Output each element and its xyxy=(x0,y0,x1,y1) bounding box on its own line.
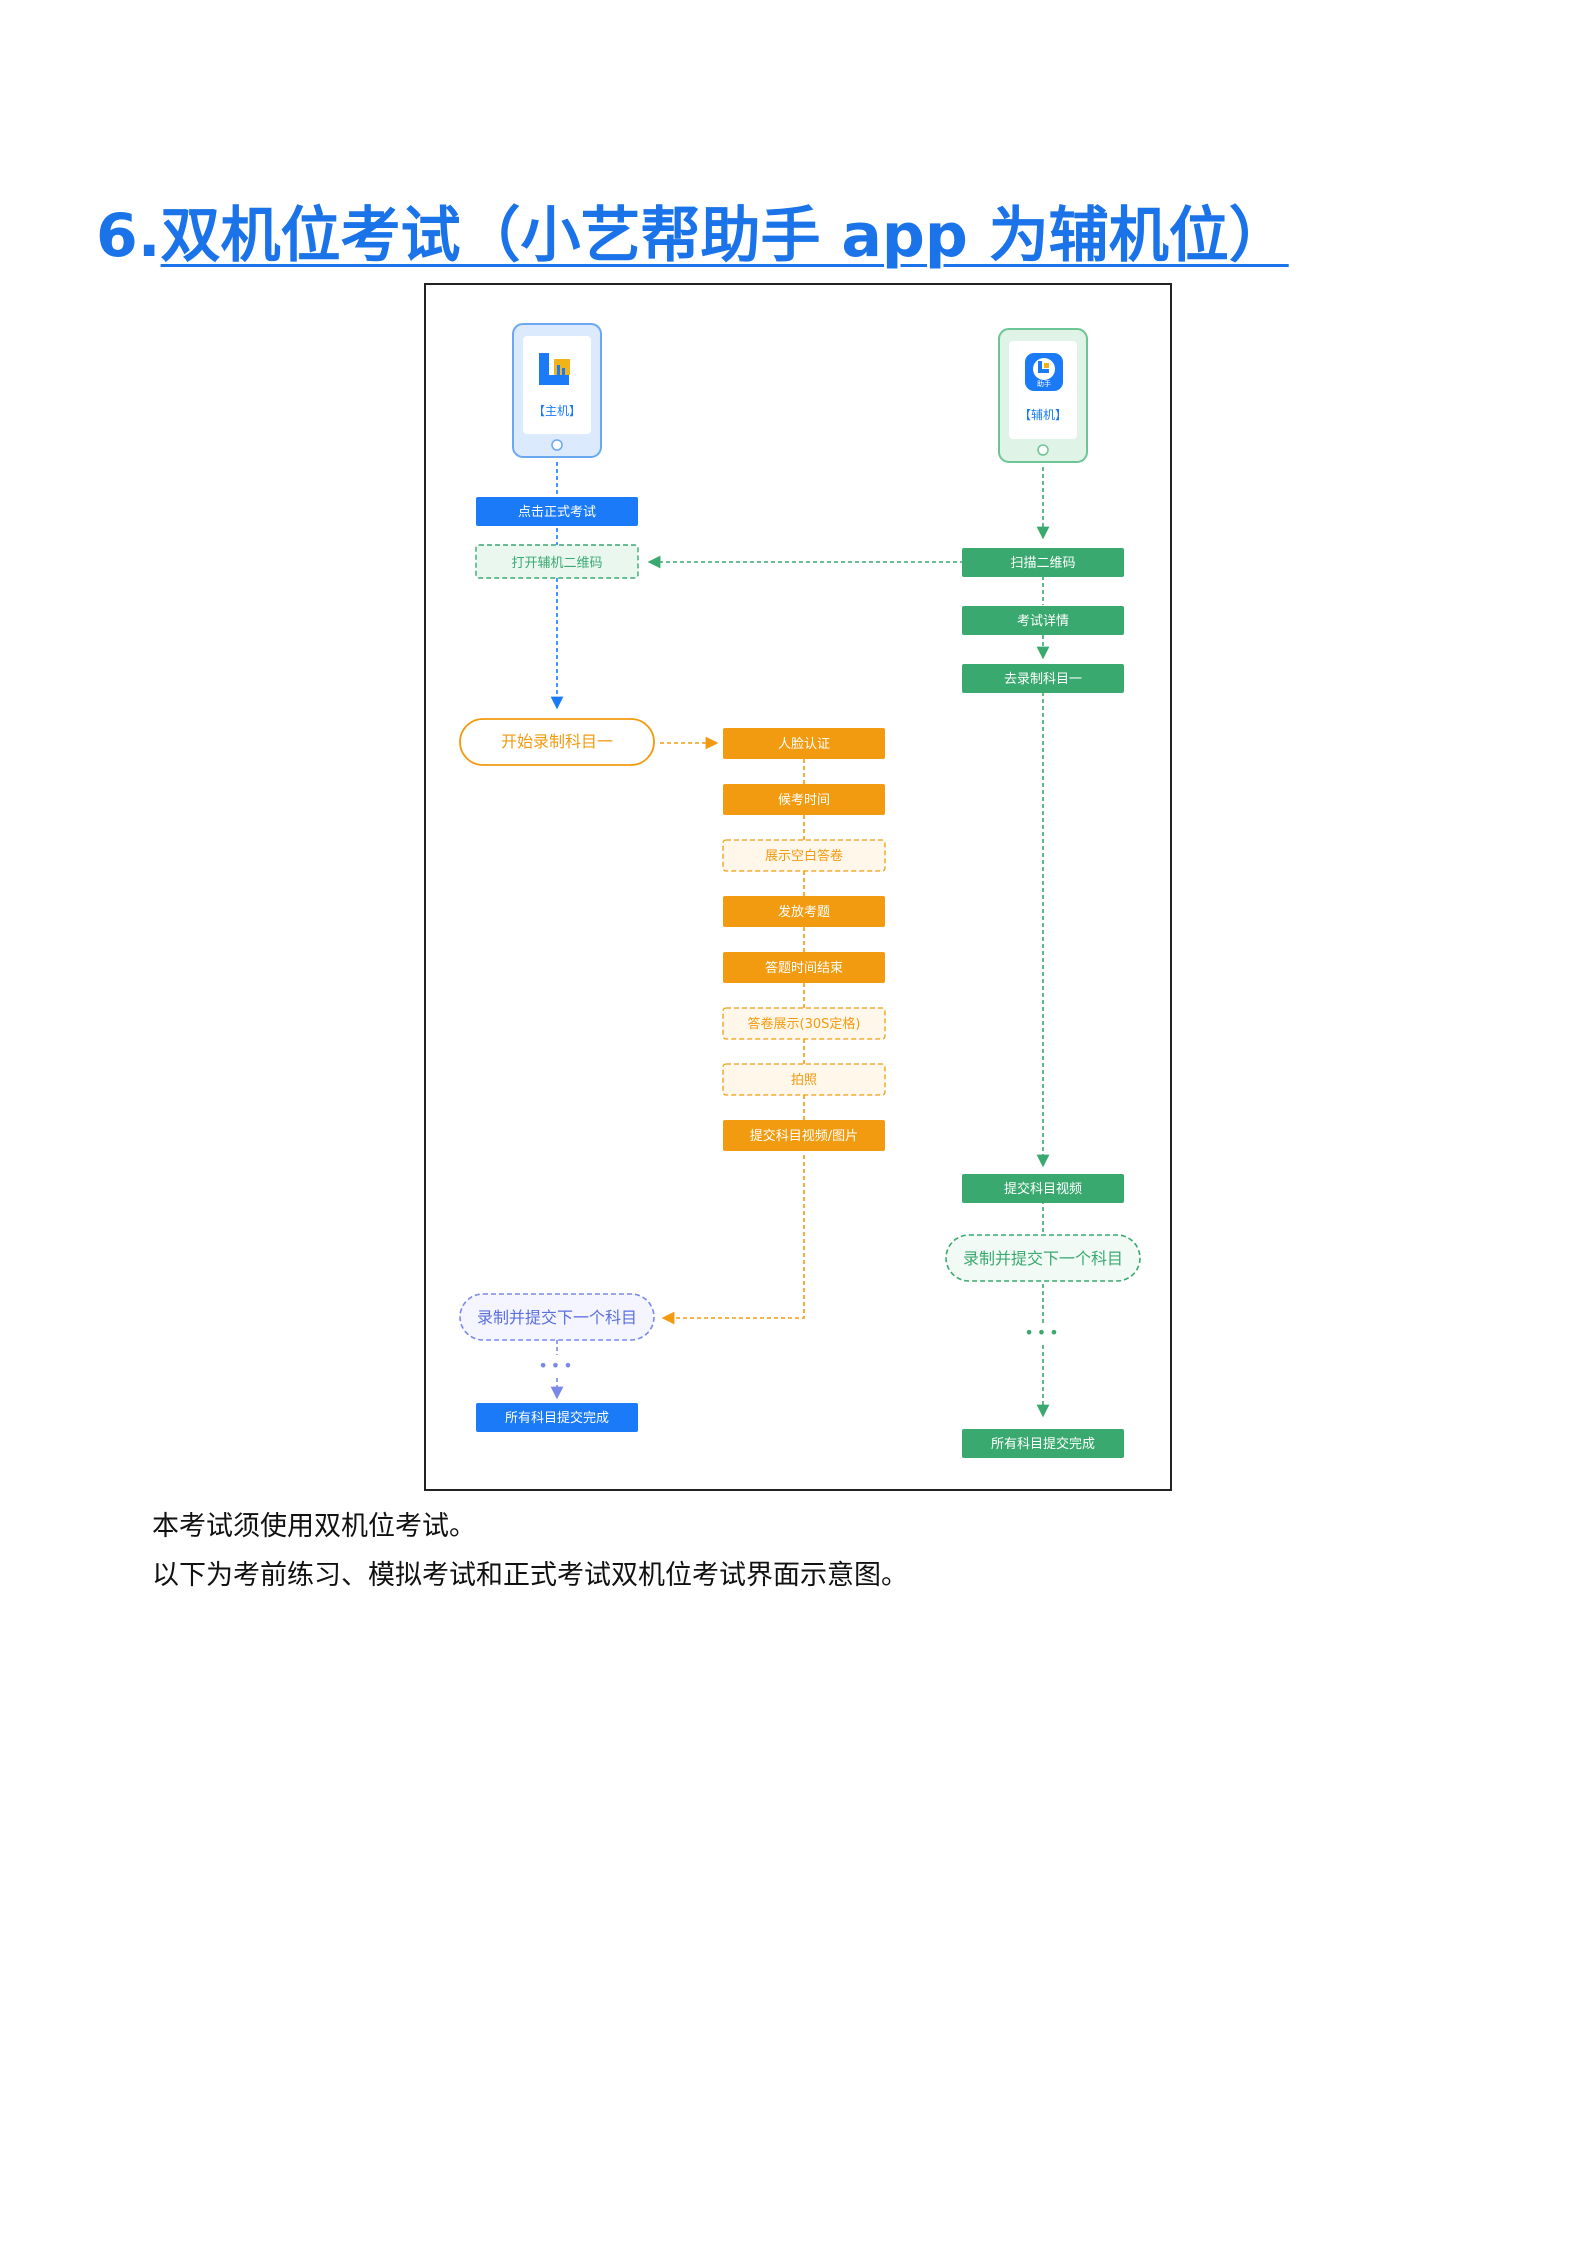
node-open-qr-label: 打开辅机二维码 xyxy=(511,556,602,571)
node-submit-video-label: 提交科目视频 xyxy=(1004,1181,1082,1197)
node-main-all-done-label: 所有科目提交完成 xyxy=(505,1410,609,1426)
node-answer-display: 答卷展示(30S定格) xyxy=(722,1007,886,1040)
heading-number: 6. xyxy=(96,201,161,271)
node-exam-detail-label: 考试详情 xyxy=(1017,614,1069,629)
node-wait-time-label: 候考时间 xyxy=(778,793,830,808)
node-scan-qr-label: 扫描二维码 xyxy=(1010,556,1075,571)
heading-title: 双机位考试（小艺帮助手 app 为辅机位） xyxy=(160,201,1289,271)
node-issue-questions-label: 发放考题 xyxy=(778,904,830,920)
node-aux-next-subject: 录制并提交下一个科目 xyxy=(945,1234,1141,1282)
page-heading: 6.双机位考试（小艺帮助手 app 为辅机位） xyxy=(96,196,1289,276)
aux-icon-text: 助手 xyxy=(1037,379,1051,388)
node-face-auth-label: 人脸认证 xyxy=(778,737,830,752)
paragraph-description: 以下为考前练习、模拟考试和正式考试双机位考试界面示意图。 xyxy=(152,1560,908,1591)
node-record-one: 去录制科目一 xyxy=(962,664,1124,693)
node-open-qr: 打开辅机二维码 xyxy=(475,544,639,579)
node-scan-qr: 扫描二维码 xyxy=(962,548,1124,577)
node-main-next-subject: 录制并提交下一个科目 xyxy=(459,1293,655,1341)
flow-diagram-svg: 【主机】 助手 【辅机】 xyxy=(459,323,1141,1458)
paragraph-requirement: 本考试须使用双机位考试。 xyxy=(152,1511,476,1542)
node-record-one-label: 去录制科目一 xyxy=(1004,672,1082,687)
main-device-phone: 【主机】 xyxy=(512,323,602,458)
node-face-auth: 人脸认证 xyxy=(723,728,885,759)
node-issue-questions: 发放考题 xyxy=(723,896,885,927)
node-photo-label: 拍照 xyxy=(791,1073,817,1088)
aux-app-logo-icon: 助手 xyxy=(1025,353,1063,391)
aux-device-phone: 助手 【辅机】 xyxy=(998,328,1088,463)
main-device-label: 【主机】 xyxy=(533,404,581,418)
node-submit-media-label: 提交科目视频/图片 xyxy=(750,1128,858,1144)
node-aux-all-done-label: 所有科目提交完成 xyxy=(991,1436,1095,1452)
node-aux-next-subject-label: 录制并提交下一个科目 xyxy=(963,1249,1123,1268)
node-time-end: 答题时间结束 xyxy=(723,952,885,983)
node-wait-time: 候考时间 xyxy=(723,784,885,815)
node-aux-all-done: 所有科目提交完成 xyxy=(962,1429,1124,1458)
node-click-exam-label: 点击正式考试 xyxy=(518,505,596,520)
node-main-all-done: 所有科目提交完成 xyxy=(476,1403,638,1432)
node-submit-video: 提交科目视频 xyxy=(962,1174,1124,1203)
node-time-end-label: 答题时间结束 xyxy=(765,960,843,976)
node-blank-sheet-label: 展示空白答卷 xyxy=(765,848,843,864)
node-main-next-subject-label: 录制并提交下一个科目 xyxy=(477,1308,637,1327)
main-ellipsis: ••• xyxy=(538,1356,575,1375)
node-answer-display-label: 答卷展示(30S定格) xyxy=(748,1016,861,1032)
node-blank-sheet: 展示空白答卷 xyxy=(722,839,886,872)
node-exam-detail: 考试详情 xyxy=(962,606,1124,635)
node-photo: 拍照 xyxy=(722,1063,886,1096)
aux-device-label: 【辅机】 xyxy=(1019,408,1067,422)
node-start-record-label: 开始录制科目一 xyxy=(501,732,613,751)
node-start-record: 开始录制科目一 xyxy=(459,718,655,766)
aux-ellipsis: ••• xyxy=(1024,1323,1061,1342)
flow-diagram: 【主机】 助手 【辅机】 xyxy=(424,283,1172,1491)
node-click-exam: 点击正式考试 xyxy=(476,497,638,526)
main-app-logo-icon xyxy=(539,353,570,385)
node-submit-media: 提交科目视频/图片 xyxy=(723,1120,885,1151)
